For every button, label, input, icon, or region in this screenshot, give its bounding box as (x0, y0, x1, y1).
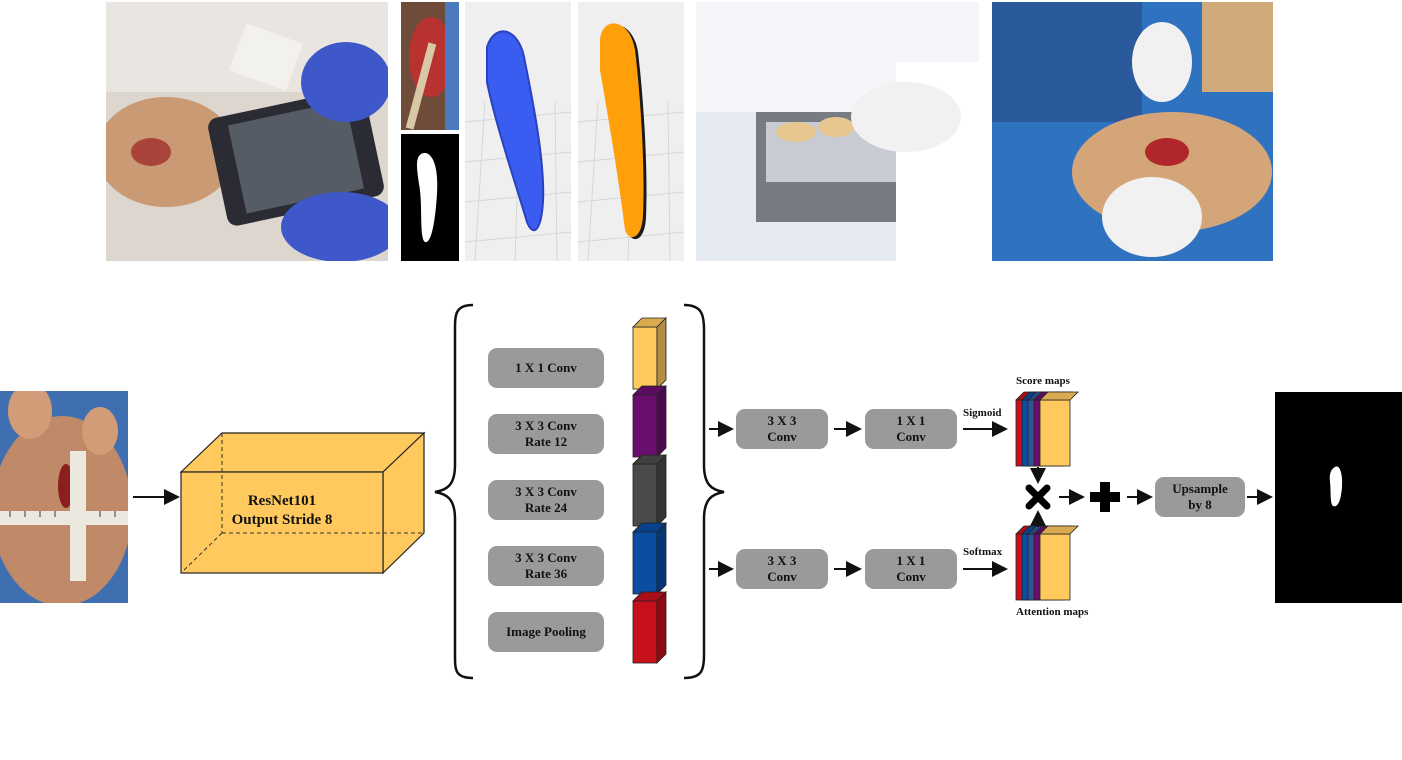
plus-icon (1090, 482, 1120, 512)
photo-3d-printer (696, 2, 979, 261)
aspp-conv-1x1: 1 X 1 Conv (488, 348, 604, 388)
upsample-factor: by 8 (1188, 497, 1212, 512)
conv-size: 1 X 1 (896, 553, 926, 568)
aspp-rate: Rate 12 (524, 434, 568, 449)
aspp-rate: Rate 24 (524, 500, 568, 515)
conv-word: Conv (767, 429, 797, 444)
aspp-label: 1 X 1 Conv (515, 360, 577, 375)
photo-3d-model-blue (465, 2, 571, 261)
conv-word: Conv (896, 569, 926, 584)
conv-word: Conv (767, 569, 797, 584)
right-brace (683, 303, 725, 680)
aspp-label: 3 X 3 Conv (515, 418, 577, 433)
photo-applying-dressing (992, 2, 1273, 261)
conv-word: Conv (896, 429, 926, 444)
conv-size: 3 X 3 (767, 553, 797, 568)
upsample-label: Upsample (1172, 481, 1228, 496)
aspp-label: Image Pooling (506, 624, 586, 639)
score-conv1x1: 1 X 1 Conv (865, 409, 957, 449)
score-maps-stack (1015, 391, 1079, 467)
attention-conv1x1: 1 X 1 Conv (865, 549, 957, 589)
attention-maps-label: Attention maps (1016, 606, 1089, 618)
aspp-label: 3 X 3 Conv (515, 484, 577, 499)
multiply-icon (1025, 484, 1051, 510)
map-slice (1039, 391, 1079, 467)
feature-block (632, 385, 667, 458)
attention-maps-stack (1015, 525, 1079, 601)
score-maps-label: Score maps (1016, 375, 1070, 387)
backbone-label: ResNet101 Output Stride 8 (181, 492, 383, 530)
softmax-label: Softmax (963, 546, 1003, 558)
aspp-conv-rate24: 3 X 3 Conv Rate 24 (488, 480, 604, 520)
aspp-image-pooling: Image Pooling (488, 612, 604, 652)
sigmoid-label: Sigmoid (963, 407, 1002, 419)
feature-block (632, 591, 667, 664)
backbone-block (179, 431, 426, 575)
feature-block (632, 454, 667, 527)
conv-size: 1 X 1 (896, 413, 926, 428)
photo-scanning-wound (106, 2, 388, 261)
photo-wound-closeup (401, 2, 459, 130)
attention-conv3x3: 3 X 3 Conv (736, 549, 828, 589)
output-segmentation-mask (1275, 392, 1402, 603)
photo-3d-model-orange (578, 2, 684, 261)
backbone-subtitle: Output Stride 8 (231, 512, 333, 528)
score-conv3x3: 3 X 3 Conv (736, 409, 828, 449)
aspp-conv-rate12: 3 X 3 Conv Rate 12 (488, 414, 604, 454)
aspp-label: 3 X 3 Conv (515, 550, 577, 565)
left-brace (434, 303, 474, 680)
input-wound-image (0, 391, 128, 603)
aspp-conv-rate36: 3 X 3 Conv Rate 36 (488, 546, 604, 586)
map-slice (1039, 525, 1079, 601)
conv-size: 3 X 3 (767, 413, 797, 428)
backbone-title: ResNet101 (247, 493, 317, 509)
photo-wound-mask (401, 134, 459, 261)
upsample-block: Upsample by 8 (1155, 477, 1245, 517)
aspp-rate: Rate 36 (524, 566, 568, 581)
feature-block (632, 522, 667, 595)
feature-block (632, 317, 667, 390)
